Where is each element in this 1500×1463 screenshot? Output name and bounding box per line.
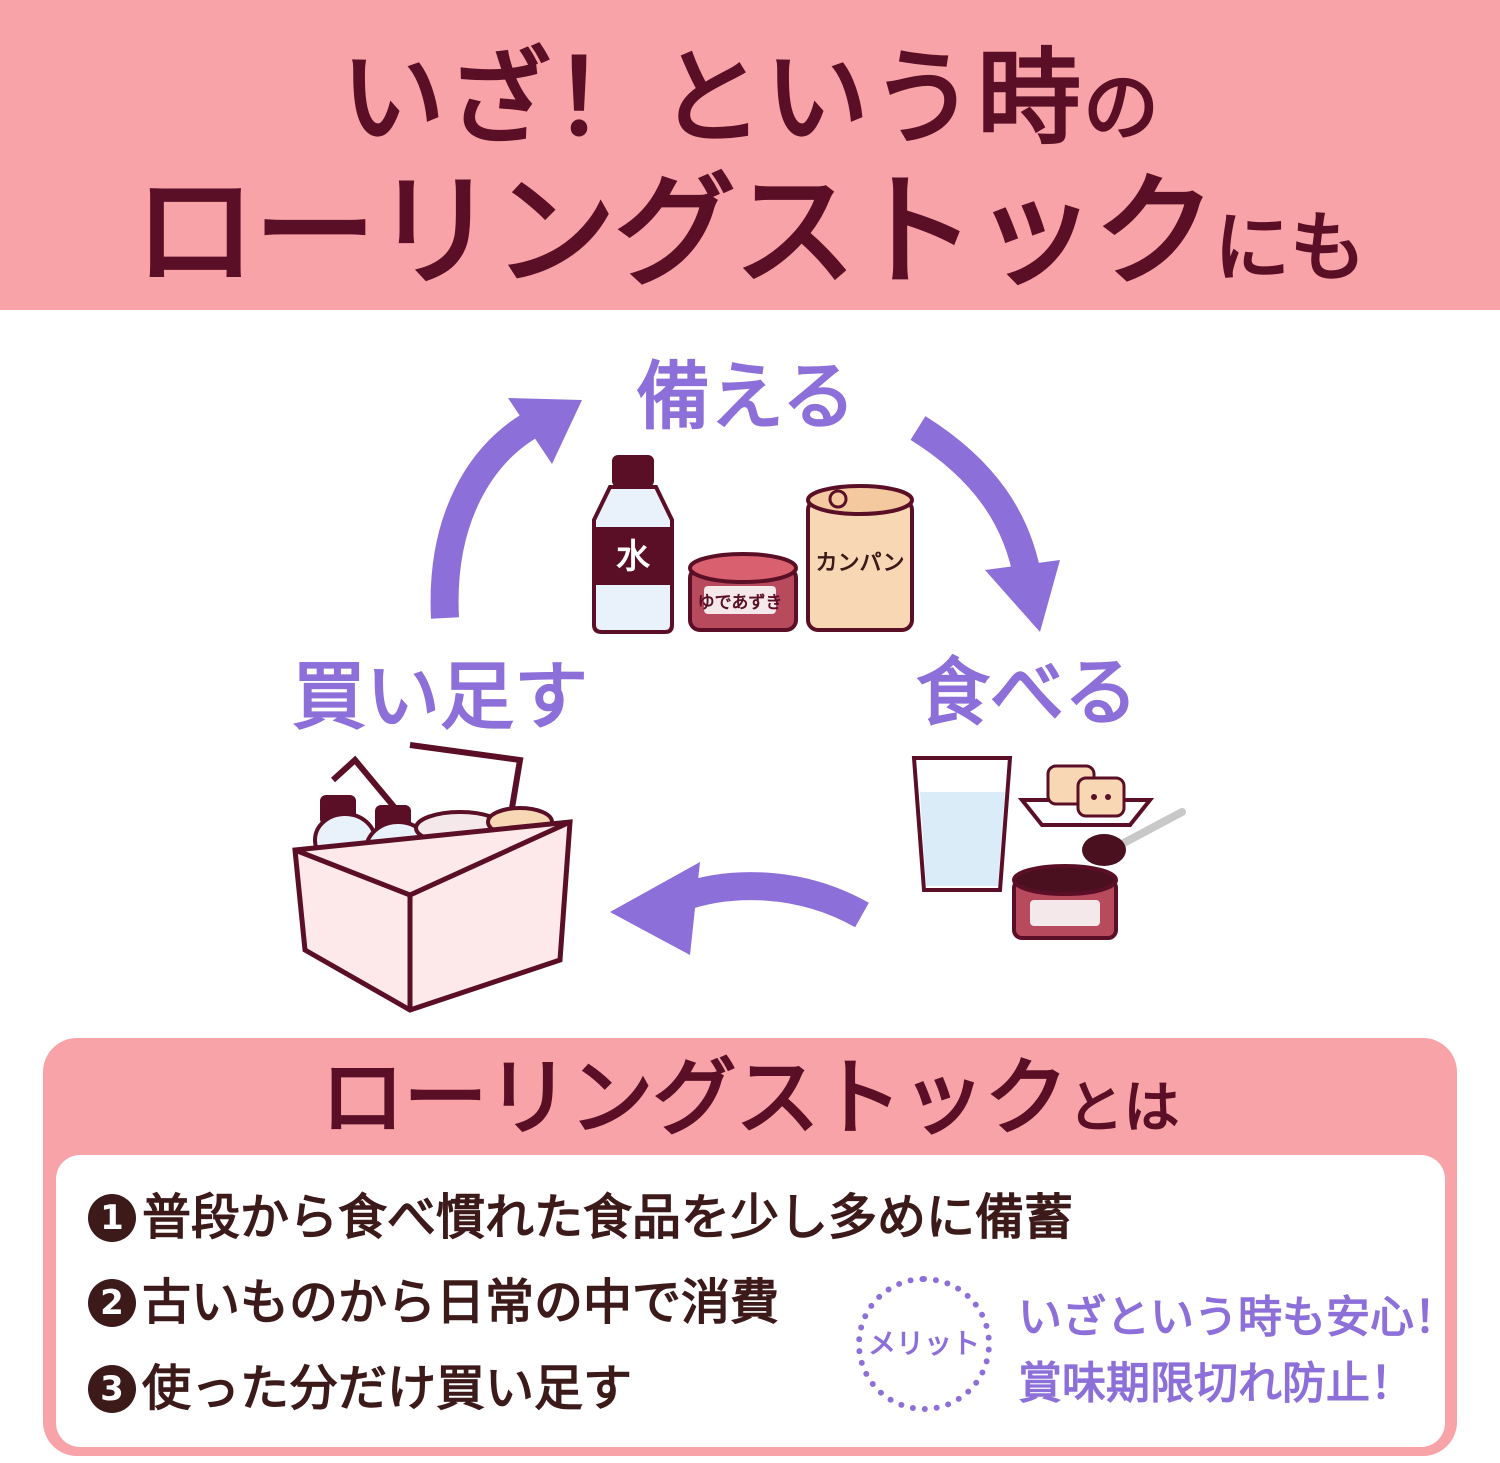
cycle-arrow-bottom-left <box>610 862 869 955</box>
bottle-label: 水 <box>616 537 651 577</box>
spoon-icon <box>1082 808 1186 866</box>
merit-label: メリット <box>867 1327 980 1360</box>
step-1: 1 普段から食べ慣れた食品を少し多めに備蓄 <box>88 1183 1073 1253</box>
water-bottle-icon: 水 <box>592 455 674 634</box>
open-bean-can-icon <box>1012 864 1118 940</box>
benefit-2: 賞味期限切れ防止！ <box>1018 1358 1414 1409</box>
step-text-3: 使った分だけ買い足す <box>142 1360 633 1417</box>
hardtack-tin-icon: カンパン <box>806 484 914 632</box>
panel-body <box>56 1155 1445 1447</box>
step-number-3: 3 <box>88 1365 136 1413</box>
step-text-1: 普段から食べ慣れた食品を少し多めに備蓄 <box>142 1189 1074 1246</box>
panel-title: ローリングストックとは <box>320 1049 1180 1147</box>
water-glass-icon <box>911 756 1013 892</box>
step-number-2: 2 <box>88 1279 136 1327</box>
cycle-arrow-left-up <box>430 398 582 619</box>
step-3: 3 使った分だけ買い足す <box>88 1354 632 1424</box>
cycle-label-stock: 備える <box>636 354 856 440</box>
header-banner <box>0 0 1500 310</box>
cycle-arrow-right-down <box>910 416 1060 632</box>
tin-label: カンパン <box>815 551 904 576</box>
step-text-2: 古いものから日常の中で消費 <box>142 1274 780 1331</box>
benefit-1: いざという時も安心！ <box>1018 1292 1458 1343</box>
cycle-label-eat: 食べる <box>916 650 1138 736</box>
merit-badge <box>856 1276 992 1412</box>
rolling-stock-cycle-illustration: 水 ゆであずき カンパン <box>292 398 1186 1013</box>
red-bean-can-icon: ゆであずき <box>688 552 798 632</box>
step-number-1: 1 <box>88 1194 136 1242</box>
headline-line-2: ローリングストックにも <box>134 161 1366 303</box>
crackers-plate-icon <box>1017 764 1155 827</box>
can-label: ゆであずき <box>698 593 783 613</box>
shopping-basket-icon <box>292 742 573 1013</box>
cycle-label-buy: 買い足す <box>292 654 588 740</box>
headline-line-1: いざ！という時の <box>340 37 1159 159</box>
step-2: 2 古いものから日常の中で消費 <box>88 1268 779 1338</box>
